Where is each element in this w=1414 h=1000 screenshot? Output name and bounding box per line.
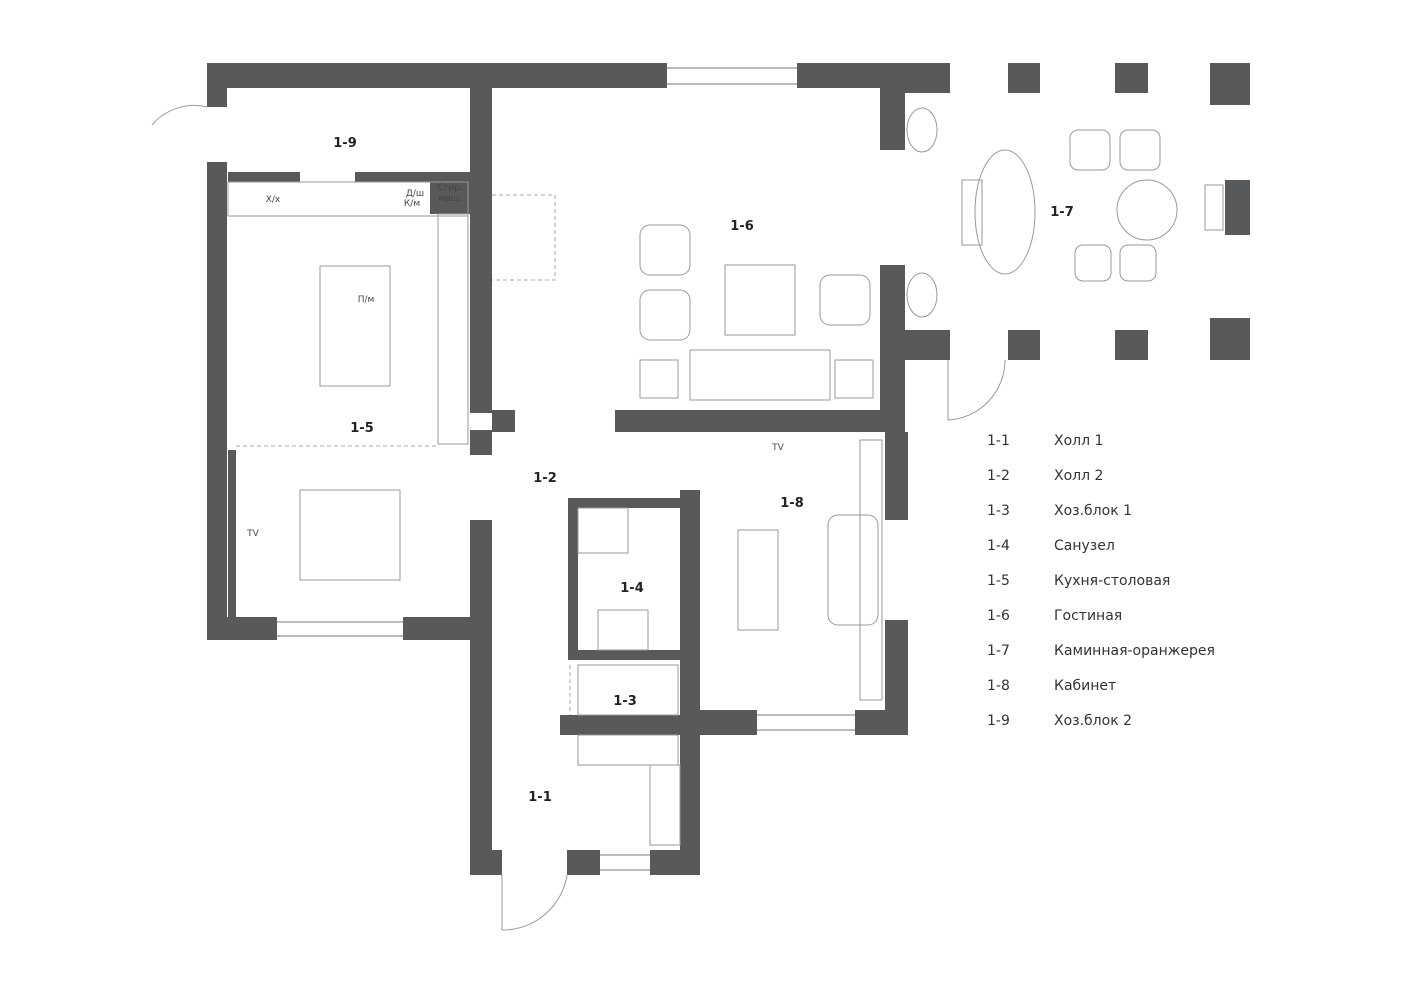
tv-office-label: TV: [771, 443, 784, 453]
room-label-1-8: 1-8: [780, 496, 804, 511]
furniture: [151, 67, 1224, 931]
legend-name: Холл 2: [1054, 468, 1103, 484]
legend-name: Гостиная: [1054, 608, 1122, 624]
legend-code: 1-6: [987, 608, 1010, 624]
legend-name: Кухня-столовая: [1054, 573, 1170, 589]
room-label-1-5: 1-5: [350, 421, 374, 436]
legend-name: Санузел: [1054, 538, 1115, 554]
legend-name: Каминная-оранжерея: [1054, 643, 1215, 659]
annotations: Х/х Д/ш К/м Стир. маш. П/м TV TV: [246, 183, 784, 539]
legend-code: 1-1: [987, 433, 1010, 449]
legend-name: Хоз.блок 2: [1054, 713, 1132, 729]
room-label-1-1: 1-1: [528, 790, 552, 805]
tv-dining-label: TV: [246, 529, 259, 539]
washer-label-1: Стир.: [437, 183, 463, 193]
room-labels: 1-1 1-2 1-3 1-4 1-5 1-6 1-7 1-8 1-9: [333, 136, 1074, 805]
room-label-1-7: 1-7: [1050, 205, 1074, 220]
legend-code: 1-3: [987, 503, 1010, 519]
legend-code: 1-8: [987, 678, 1010, 694]
room-label-1-6: 1-6: [730, 219, 754, 234]
legend-code: 1-7: [987, 643, 1010, 659]
legend-code: 1-4: [987, 538, 1010, 554]
dishwasher-label: Д/ш: [406, 189, 424, 199]
washer-label-2: маш.: [438, 194, 461, 204]
room-label-1-4: 1-4: [620, 581, 644, 596]
legend-name: Холл 1: [1054, 433, 1103, 449]
legend-name: Хоз.блок 1: [1054, 503, 1132, 519]
microwave-label: К/м: [404, 199, 420, 209]
room-label-1-2: 1-2: [533, 471, 557, 486]
legend-name: Кабинет: [1054, 678, 1116, 694]
legend-code: 1-9: [987, 713, 1010, 729]
sink-dishwasher-label: П/м: [358, 295, 375, 305]
legend-code: 1-5: [987, 573, 1010, 589]
legend: 1-1 Холл 1 1-2 Холл 2 1-3 Хоз.блок 1 1-4…: [987, 433, 1215, 729]
room-label-1-9: 1-9: [333, 136, 357, 151]
room-label-1-3: 1-3: [613, 694, 637, 709]
walls: [207, 63, 1250, 875]
legend-code: 1-2: [987, 468, 1010, 484]
fridge-label: Х/х: [266, 195, 281, 205]
